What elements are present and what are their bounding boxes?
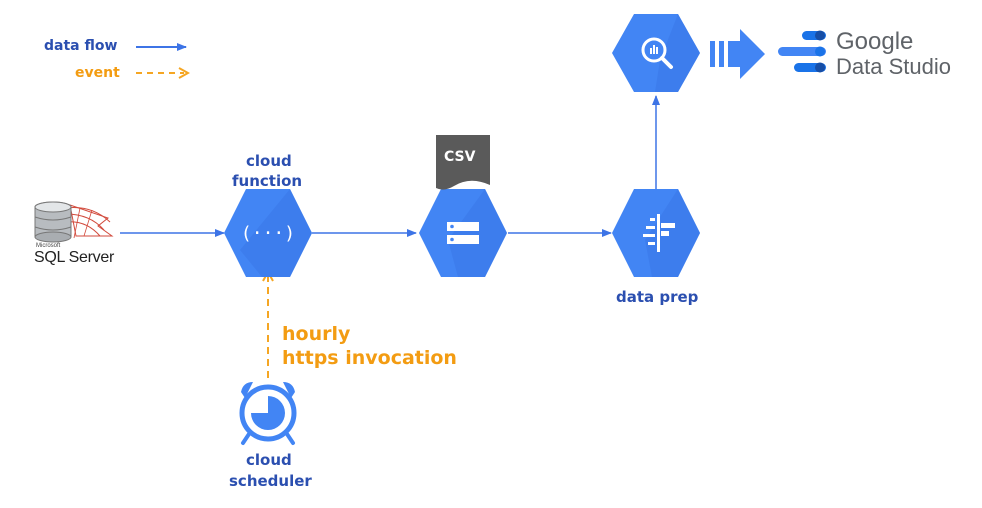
bigquery-icon — [612, 14, 700, 92]
cloud-storage-icon — [419, 189, 507, 277]
cloud-scheduler-label-line1: cloud — [246, 451, 292, 469]
data-studio-google-wordmark: Google — [836, 28, 914, 55]
sql-server-brand: Microsoft — [36, 243, 61, 249]
cloud-function-label-line2: function — [232, 172, 303, 190]
event-label-line2: https invocation — [282, 347, 457, 369]
cloud-function-label-line1: cloud — [246, 152, 292, 170]
data-studio-wordmark: Data Studio — [836, 54, 951, 79]
cloud-function-icon: (···) — [224, 189, 312, 277]
data-prep-label: data prep — [616, 288, 699, 306]
cloud-scheduler-icon — [239, 382, 297, 445]
svg-text:(···): (···) — [241, 223, 295, 244]
csv-document-icon — [436, 135, 490, 190]
legend-event-label: event — [75, 65, 120, 81]
sql-server-logo — [34, 201, 114, 243]
google-data-studio-logo — [778, 30, 826, 73]
sql-server-label: SQL Server — [34, 249, 114, 266]
legend-data-flow-label: data flow — [44, 38, 118, 54]
big-arrow-to-data-studio — [710, 29, 765, 79]
csv-badge-label: CSV — [444, 149, 476, 165]
event-label-line1: hourly — [282, 323, 351, 345]
cloud-scheduler-label-line2: scheduler — [229, 472, 312, 490]
data-prep-icon — [612, 189, 700, 277]
